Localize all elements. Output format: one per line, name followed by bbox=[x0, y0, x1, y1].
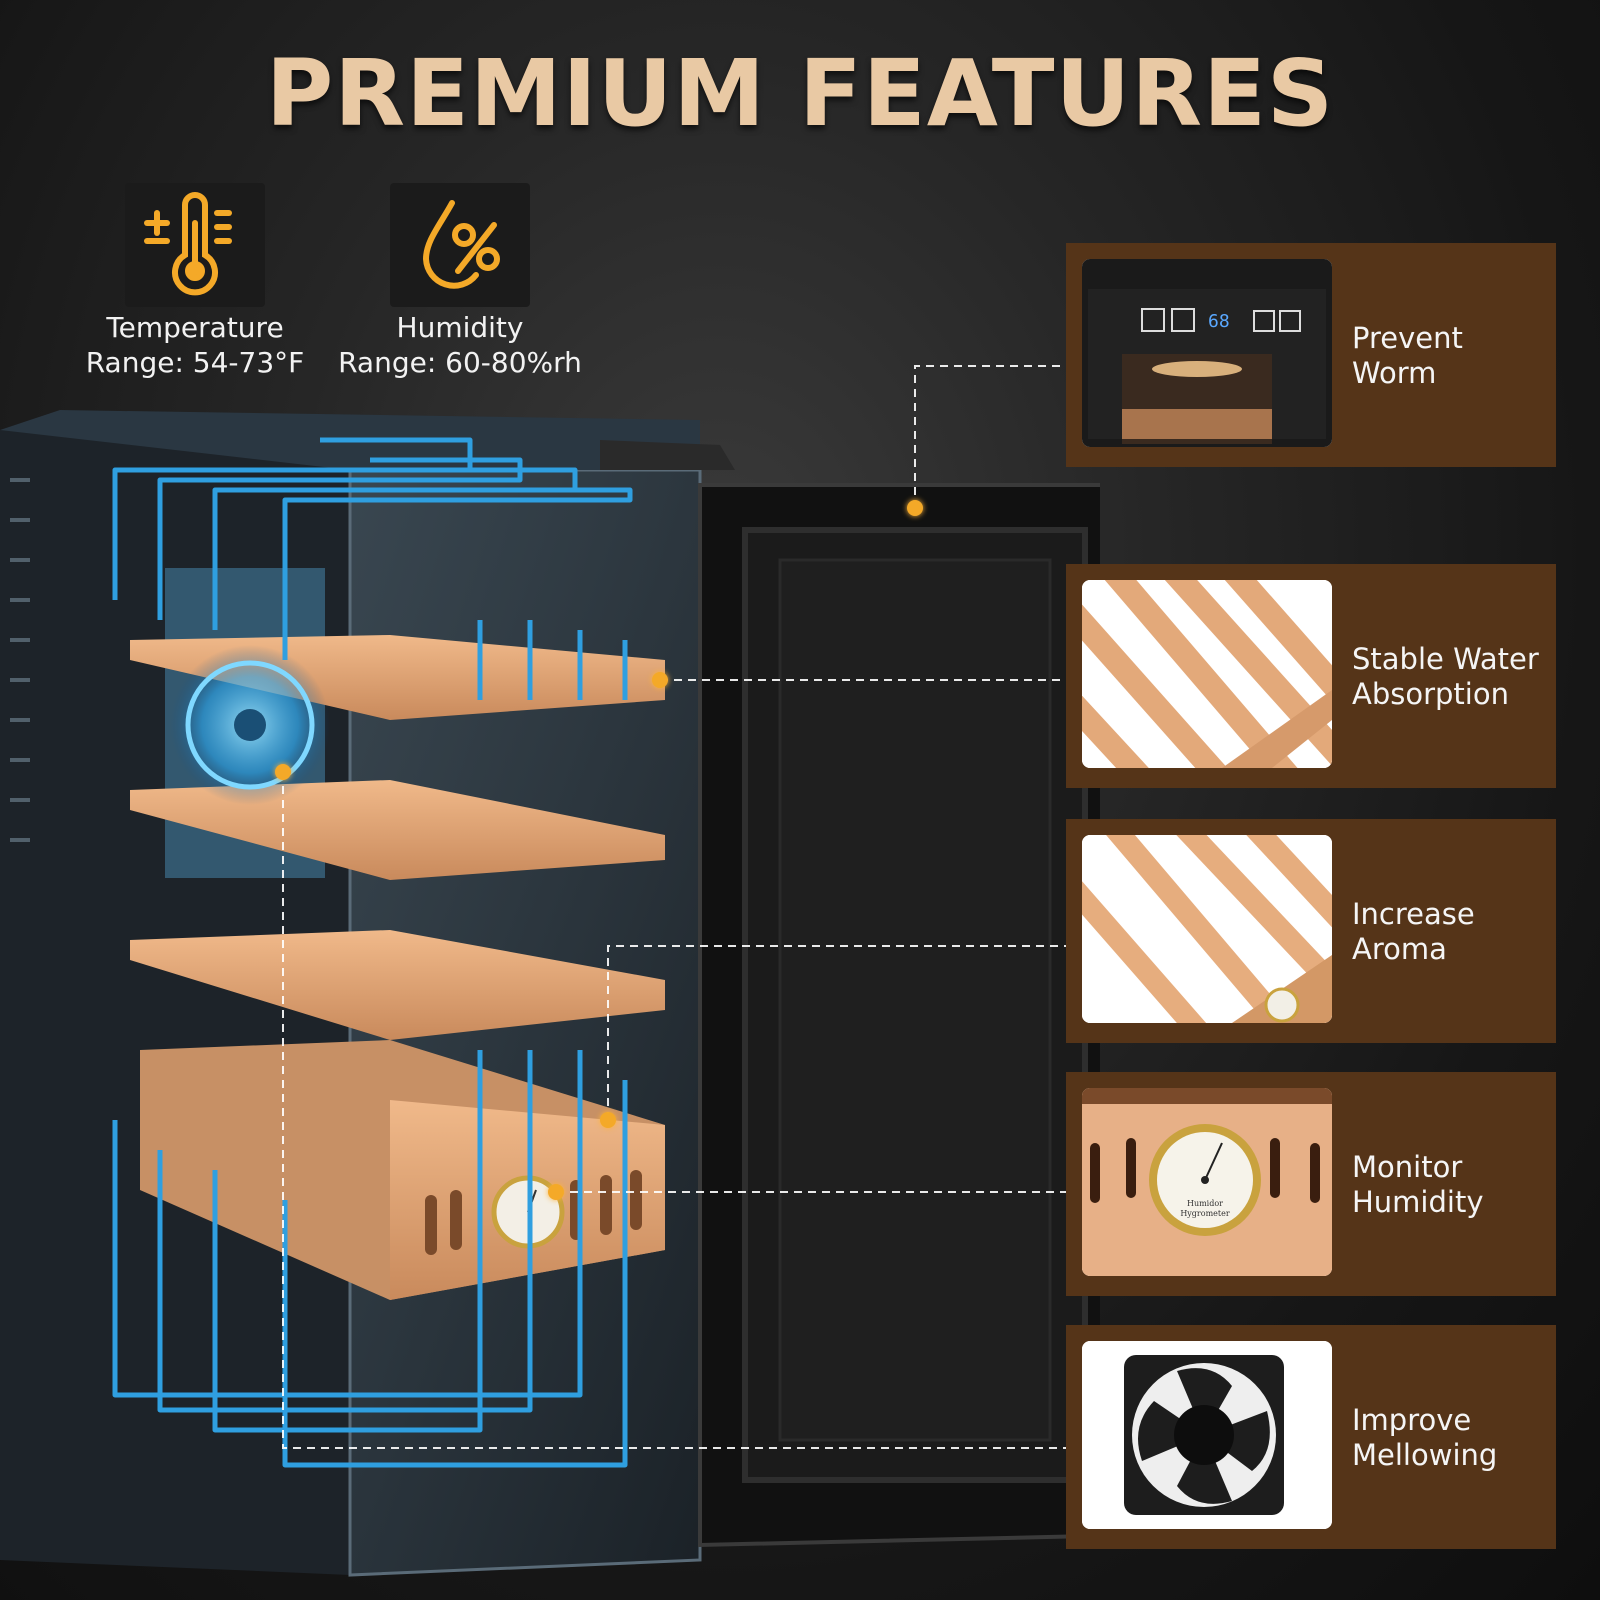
panel-display: 68 bbox=[1208, 311, 1230, 332]
feature-card-monitor-humidity: Humidor Hygrometer Monitor Humidity bbox=[1066, 1072, 1556, 1296]
cedar-shelf-thumbnail bbox=[1082, 580, 1332, 768]
hygrometer-label-bottom: Hygrometer bbox=[1180, 1209, 1230, 1218]
feature-label: Monitor Humidity bbox=[1352, 1150, 1484, 1219]
feature-label: Increase Aroma bbox=[1352, 897, 1475, 966]
fan-thumbnail bbox=[1082, 1341, 1332, 1529]
page-title: PREMIUM FEATURES bbox=[265, 40, 1335, 147]
humidity-label: Humidity bbox=[396, 311, 524, 344]
thermometer-icon bbox=[125, 183, 265, 307]
feature-card-increase-aroma: Increase Aroma bbox=[1066, 819, 1556, 1043]
callout-dot-drawer bbox=[600, 1112, 616, 1128]
feature-card-prevent-worm: 68 Prevent Worm bbox=[1066, 243, 1556, 467]
temperature-label: Temperature bbox=[106, 311, 284, 344]
feature-card-improve-mellowing: Improve Mellowing bbox=[1066, 1325, 1556, 1549]
callout-dot-shelf bbox=[652, 672, 668, 688]
callout-dot-fan bbox=[275, 764, 291, 780]
cedar-drawer-thumbnail bbox=[1082, 835, 1332, 1023]
humidor-cabinet bbox=[0, 365, 1100, 1577]
feature-label: Prevent Worm bbox=[1352, 321, 1463, 390]
callout-dot-hygrometer bbox=[548, 1184, 564, 1200]
humidity-range: Range: 60-80%rh bbox=[338, 346, 582, 379]
callout-dot-panel bbox=[907, 500, 923, 516]
hygrometer-label-top: Humidor bbox=[1187, 1199, 1223, 1208]
humidity-drop-icon bbox=[390, 183, 530, 307]
feature-label: Improve Mellowing bbox=[1352, 1403, 1498, 1472]
temperature-range: Range: 54-73°F bbox=[85, 346, 305, 379]
feature-card-stable-water-absorption: Stable Water Absorption bbox=[1066, 564, 1556, 788]
humidity-spec: Humidity Range: 60-80%rh bbox=[310, 310, 610, 380]
hygrometer-thumbnail: Humidor Hygrometer bbox=[1082, 1088, 1332, 1276]
airflow-arrows bbox=[112, 437, 633, 1468]
control-panel-thumbnail: 68 bbox=[1082, 259, 1332, 447]
temperature-spec: Temperature Range: 54-73°F bbox=[45, 310, 345, 380]
feature-label: Stable Water Absorption bbox=[1352, 642, 1539, 711]
